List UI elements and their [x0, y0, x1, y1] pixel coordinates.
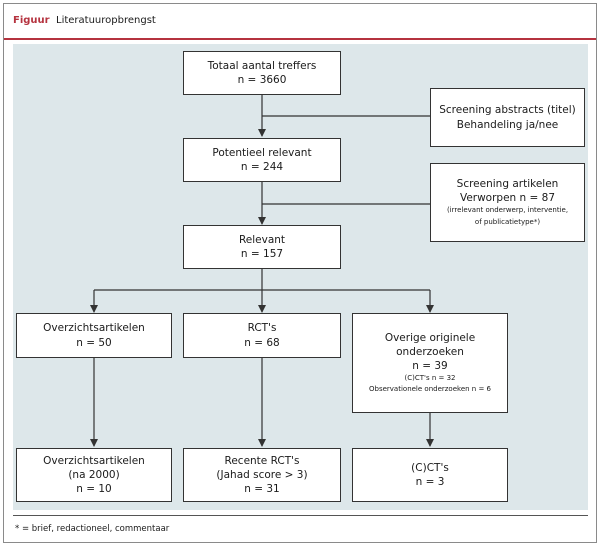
- box-screening-abstracts-title: Screening abstracts (titel): [439, 104, 576, 117]
- figure-header: Figuur Literatuuropbrengst: [4, 4, 596, 40]
- box-rcts-count: n = 68: [244, 336, 280, 349]
- box-rcts: RCT's n = 68: [183, 313, 341, 358]
- box-relevant-title: Relevant: [238, 233, 286, 246]
- figure-title: Literatuuropbrengst: [56, 15, 156, 26]
- box-other-title-line1: Overige originele: [384, 331, 476, 344]
- box-other-original-studies: Overige originele onderzoeken n = 39 (C)…: [352, 313, 508, 413]
- figure-label: Figuur: [13, 15, 50, 26]
- box-relevant-count: n = 157: [240, 248, 284, 260]
- box-total-hits: Totaal aantal treffers n = 3660: [183, 51, 341, 95]
- box-potentially-relevant-count: n = 244: [240, 161, 284, 173]
- footnote: * = brief, redactioneel, commentaar: [15, 524, 170, 534]
- box-other-count: n = 39: [412, 359, 448, 372]
- box-ccts-title: (C)CT's: [411, 461, 449, 474]
- box-screening-abstracts-criterion: Behandeling ja/nee: [456, 118, 559, 131]
- box-total-hits-title: Totaal aantal treffers: [207, 59, 317, 72]
- box-recent-rcts-score: (Jahad score > 3): [216, 468, 308, 481]
- box-recent-rcts: Recente RCT's (Jahad score > 3) n = 31: [183, 448, 341, 502]
- box-overview-articles-title: Overzichtsartikelen: [43, 322, 145, 335]
- box-other-observational-count: Observationele onderzoeken n = 6: [369, 385, 491, 394]
- box-relevant: Relevant n = 157: [183, 225, 341, 269]
- box-rcts-title: RCT's: [247, 322, 277, 335]
- box-overview-articles-count: n = 50: [76, 336, 112, 349]
- footer-divider: [13, 515, 588, 516]
- box-total-hits-count: n = 3660: [237, 74, 287, 86]
- box-overview-2000-title: Overzichtsartikelen: [43, 454, 145, 467]
- box-overview-2000-count: n = 10: [76, 483, 112, 496]
- box-potentially-relevant-title: Potentieel relevant: [212, 146, 312, 159]
- box-screening-articles-reason: (irrelevant onderwerp, interventie,: [446, 206, 569, 215]
- box-recent-rcts-title: Recente RCT's: [224, 454, 300, 467]
- box-screening-articles: Screening artikelen Verworpen n = 87 (ir…: [430, 163, 585, 242]
- box-screening-articles-rejected: Verworpen n = 87: [459, 192, 556, 205]
- box-recent-rcts-count: n = 31: [244, 483, 280, 496]
- box-overview-articles: Overzichtsartikelen n = 50: [16, 313, 172, 358]
- box-other-title-line2: onderzoeken: [396, 345, 464, 358]
- box-other-ccts-count: (C)CT's n = 32: [404, 374, 456, 383]
- box-ccts-count: n = 3: [415, 476, 445, 488]
- box-overview-articles-2000: Overzichtsartikelen (na 2000) n = 10: [16, 448, 172, 502]
- box-overview-2000-period: (na 2000): [68, 468, 120, 481]
- box-screening-articles-title: Screening artikelen: [456, 178, 559, 191]
- box-screening-articles-reason-cont: of publicatietype*): [474, 217, 541, 226]
- box-screening-abstracts: Screening abstracts (titel) Behandeling …: [430, 88, 585, 147]
- box-potentially-relevant: Potentieel relevant n = 244: [183, 138, 341, 182]
- box-ccts: (C)CT's n = 3: [352, 448, 508, 502]
